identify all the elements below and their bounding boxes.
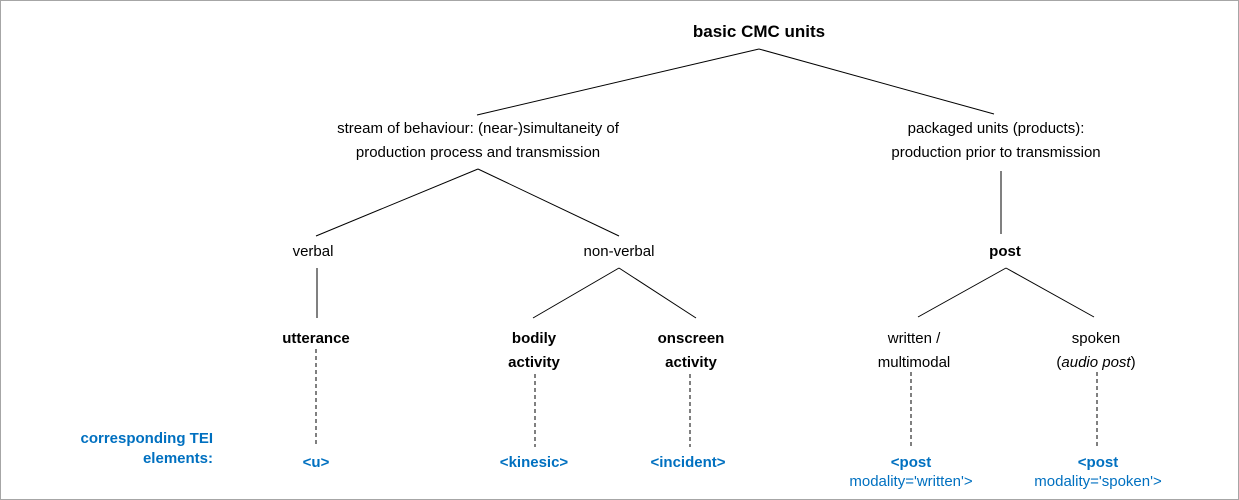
connector-nonverbal-onscreen [618,267,697,319]
verbal-node: verbal [292,243,334,260]
packaged-node-line1: packaged units (products): [907,120,1085,137]
tei-caption-line1: corresponding TEI [80,430,213,447]
non-verbal-node: non-verbal [583,243,655,260]
root-node: basic CMC units [692,22,826,41]
stream-node-line1: stream of behaviour: (near-)simultaneity… [337,120,619,137]
tei-post-spoken-label: <post modality='spoken'> [1034,453,1161,491]
bodily-activity-line1: bodily [511,330,557,347]
written-multimodal-line1: written / [887,330,941,347]
packaged-units-node: packaged units (products): production pr… [891,117,1100,165]
connector-stream-nonverbal [477,168,620,237]
tei-post-spoken-line2: modality='spoken'> [1034,473,1162,490]
written-multimodal-node: written / multimodal [878,327,951,375]
post-node: post [989,243,1021,260]
onscreen-activity-line2: activity [665,354,717,371]
tei-post-written-line2: modality='written'> [849,473,973,490]
spoken-line2: (audio post) [1056,354,1136,371]
spoken-node: spoken (audio post) [1056,327,1135,375]
onscreen-activity-line1: onscreen [657,330,725,347]
tei-caption-line2: elements: [142,450,213,467]
written-multimodal-line2: multimodal [877,354,951,371]
utterance-node: utterance [282,330,350,347]
audio-post-italic: audio post [1061,354,1131,371]
bodily-activity-node: bodily activity [508,327,560,375]
connector-nonverbal-bodily [532,267,620,319]
connector-stream-verbal [315,168,479,237]
tei-post-written-label: <post modality='written'> [849,453,972,491]
connector-root-packaged [758,48,995,115]
stream-node-line2: production process and transmission [355,144,601,161]
spoken-line1: spoken [1071,330,1121,347]
onscreen-activity-node: onscreen activity [658,327,725,375]
packaged-node-line2: production prior to transmission [891,144,1101,161]
tei-incident-label: <incident> [650,454,726,471]
tei-kinesic-label: <kinesic> [499,454,569,471]
connector-post-written [917,267,1007,318]
tei-post-written-line1: <post [890,454,932,471]
connector-post-spoken [1005,267,1095,318]
tei-post-spoken-line1: <post [1077,454,1119,471]
bodily-activity-line2: activity [508,354,560,371]
tei-caption: corresponding TEI elements: [28,429,213,469]
tei-u-label: <u> [302,454,330,471]
stream-of-behaviour-node: stream of behaviour: (near-)simultaneity… [337,117,619,165]
connector-root-stream [476,48,760,116]
